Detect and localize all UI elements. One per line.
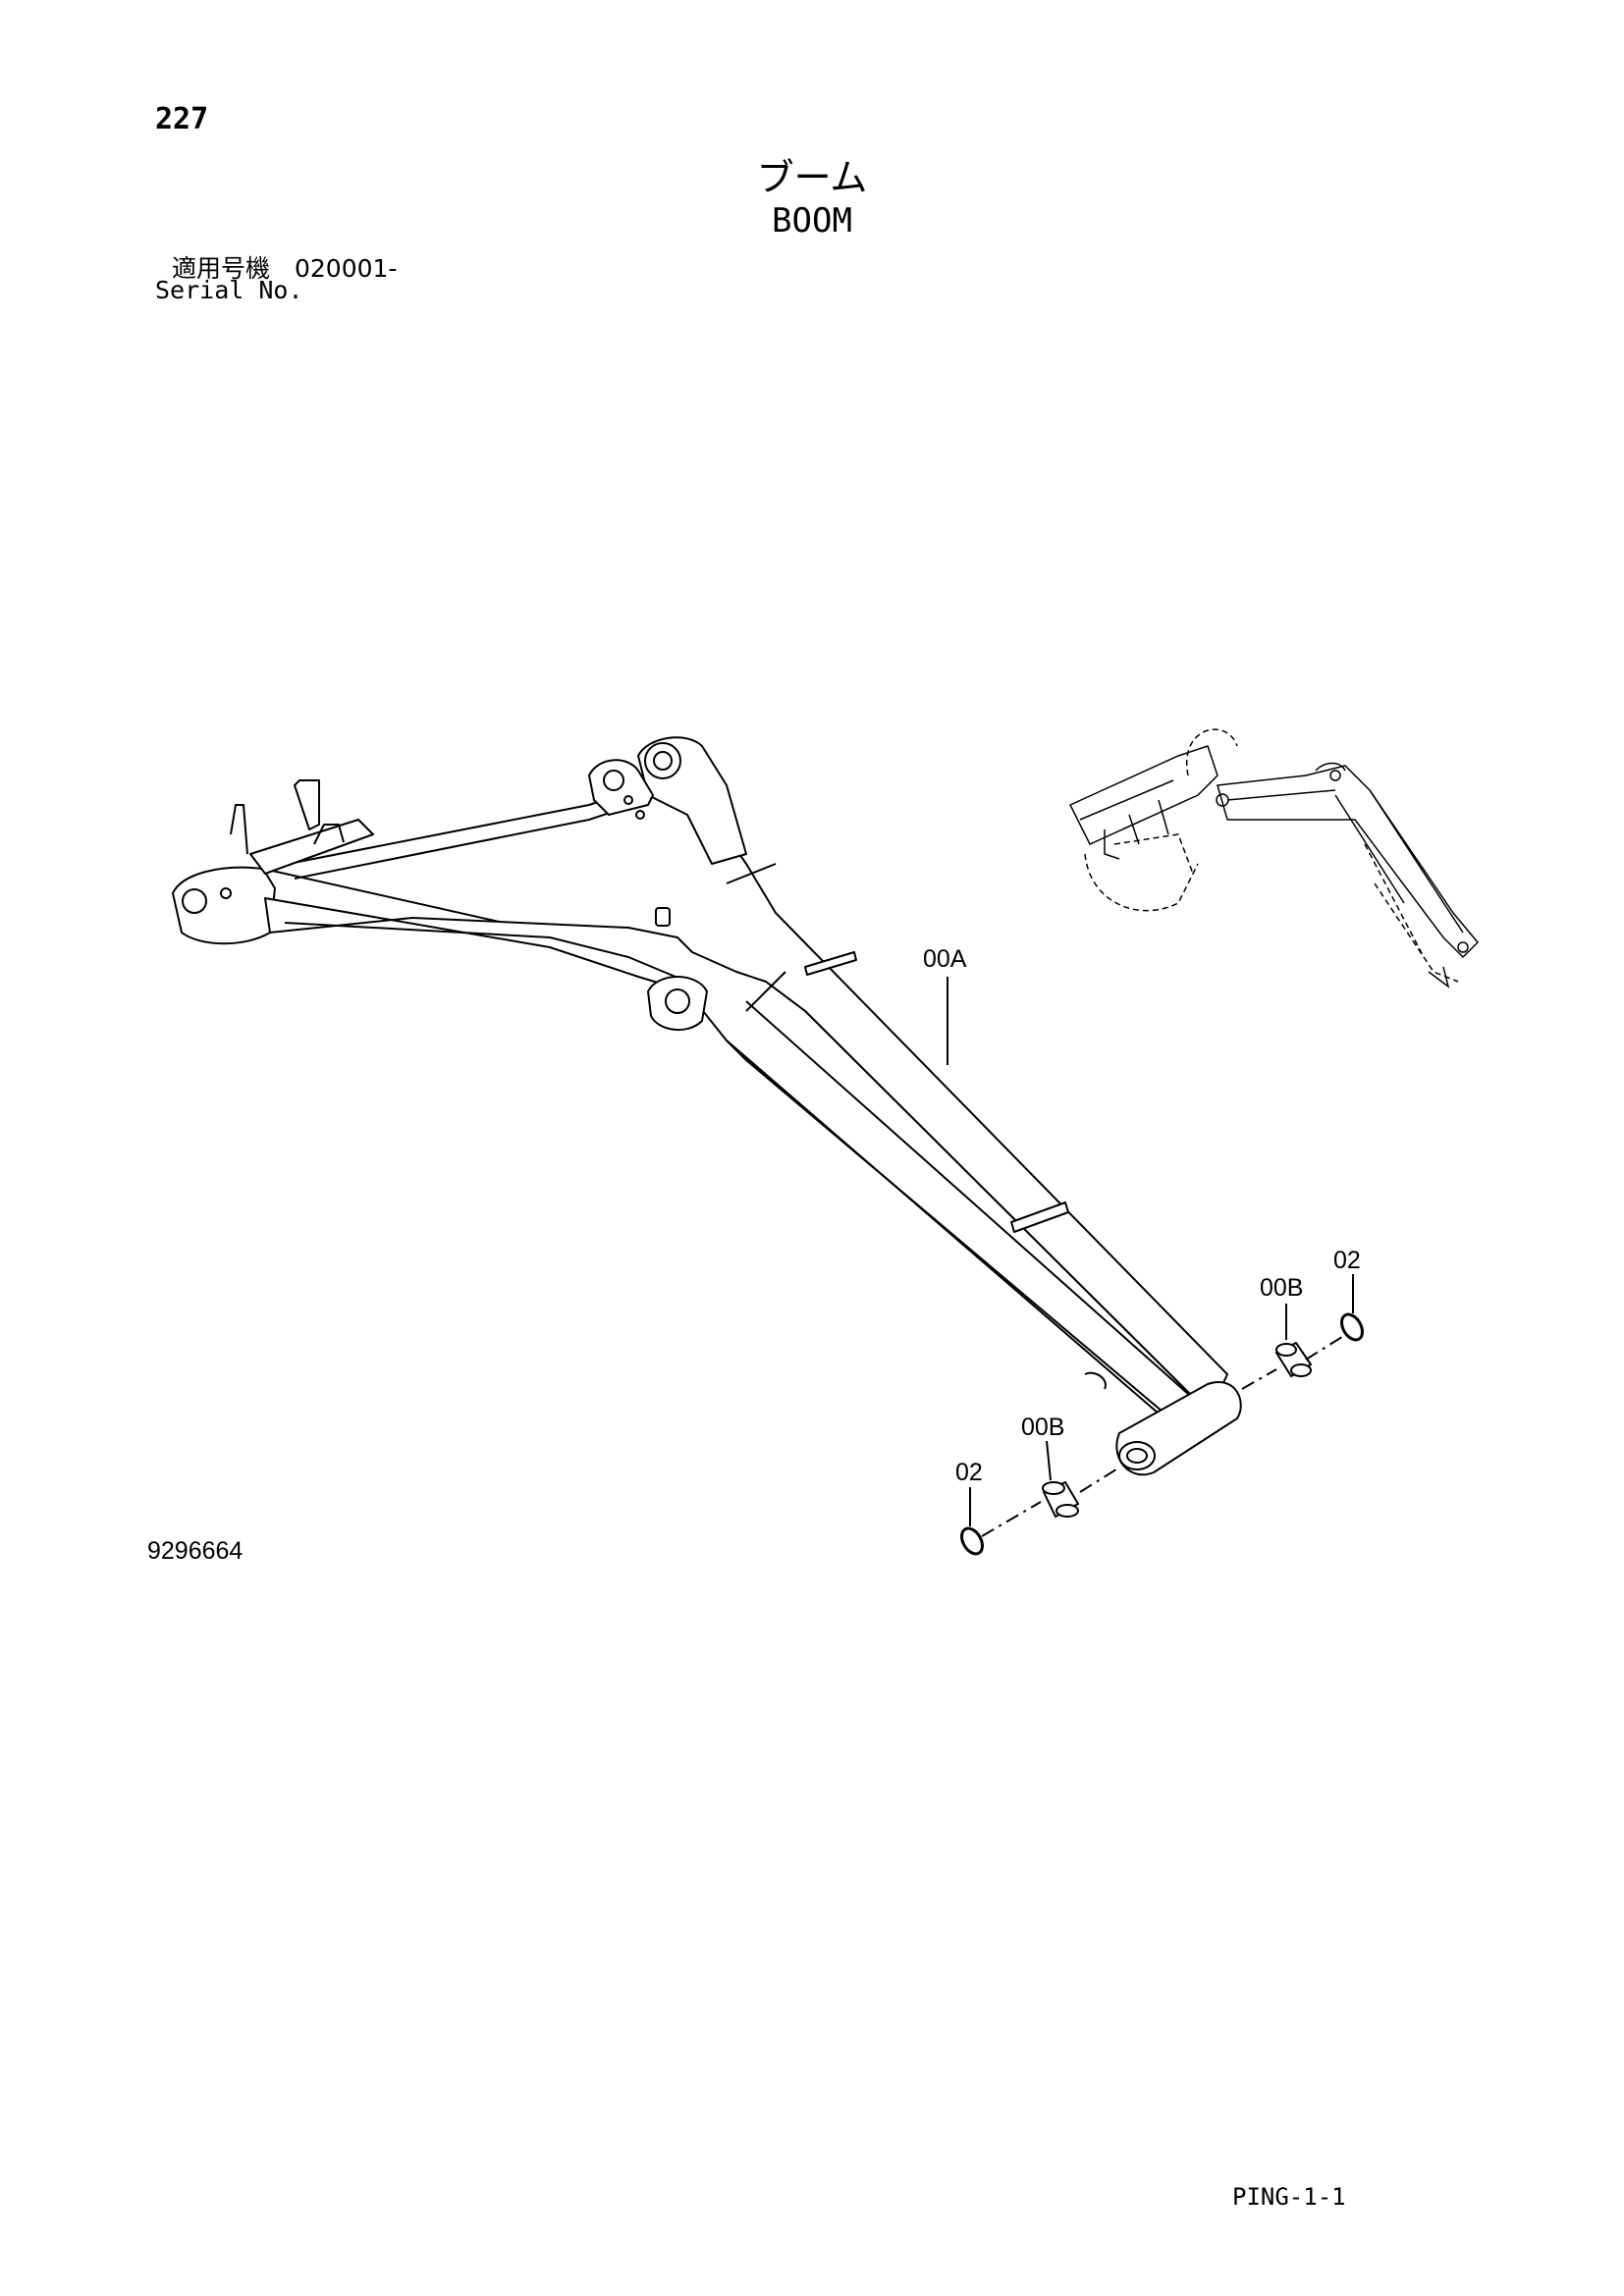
serial-label-japanese: 適用号機 020001-	[172, 254, 398, 283]
boom-main-drawing	[172, 736, 1242, 1476]
bushing-left	[1042, 1480, 1080, 1519]
callout-label-boom: 00A	[923, 945, 967, 973]
bushing-right	[1274, 1341, 1313, 1378]
page-number: 227	[155, 102, 209, 136]
callout-label-ring-right: 02	[1333, 1247, 1361, 1274]
ring-left	[960, 1526, 984, 1556]
excavator-overview-inset	[1068, 728, 1480, 988]
ring-right	[1340, 1312, 1364, 1342]
serial-label-english: Serial No.	[155, 276, 303, 304]
axis-line-left	[981, 1467, 1120, 1537]
title-english: BOOM	[772, 201, 852, 240]
drawing-number: 9296664	[147, 1537, 244, 1565]
callout-label-ring-left: 02	[955, 1459, 983, 1486]
title-japanese: ブーム	[756, 156, 868, 199]
callout-label-bushing-left: 00B	[1021, 1414, 1064, 1441]
callout-label-bushing-right: 00B	[1260, 1274, 1303, 1302]
page-code: PING-1-1	[1232, 2183, 1346, 2211]
callout-leader-bushing-left	[1046, 1440, 1052, 1481]
axis-line-right	[1241, 1334, 1346, 1390]
